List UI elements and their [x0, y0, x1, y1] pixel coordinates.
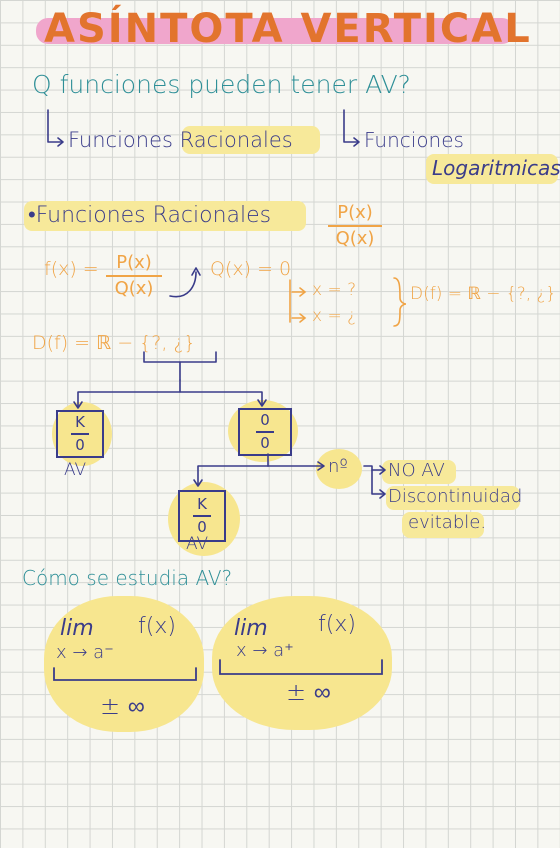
page-title: ASÍNTOTA VERTICAL	[44, 6, 532, 52]
fx-fraction-den: Q(x)	[114, 277, 154, 299]
case-k0-den: 0	[75, 435, 85, 454]
case-0-over-0-box: 0 0	[238, 408, 292, 456]
highlight-limit-left	[44, 596, 204, 732]
section-heading-racionales: •Funciones Racionales	[28, 203, 272, 228]
highlight-logaritmicas	[426, 154, 558, 184]
fx-fraction-num: P(x)	[116, 252, 152, 273]
heading-fraction-den: Q(x)	[335, 227, 375, 249]
limit-right-result: ± ∞	[286, 678, 331, 706]
limit-right-lim: lim	[234, 616, 268, 641]
highlight-evitable	[402, 512, 484, 538]
limit-left-fx: f(x)	[138, 614, 176, 639]
domain-right: D(f) = ℝ − {?, ¿}	[410, 284, 557, 304]
title-highlight	[36, 18, 514, 44]
highlight-bullet-heading	[24, 201, 306, 231]
highlight-no-av	[382, 460, 456, 484]
highlight-blob-k0-b	[168, 482, 240, 556]
case-00-den: 0	[260, 433, 270, 452]
highlight-racionales	[182, 126, 320, 154]
no-label: nº	[328, 456, 348, 477]
question-text: Q funciones pueden tener AV?	[32, 70, 411, 99]
outcome-evitable: evitable.	[408, 512, 487, 533]
outcome-discontinuidad: Discontinuidad	[388, 486, 523, 507]
heading-fraction: P(x) Q(x)	[328, 204, 382, 248]
heading-fraction-num: P(x)	[337, 202, 373, 223]
highlight-discontinuidad	[386, 486, 520, 510]
case-k0b-num: K	[197, 495, 207, 514]
x-root-1: x = ?	[312, 280, 357, 300]
case-k0-num: K	[75, 413, 85, 432]
limit-left-lim: lim	[60, 616, 94, 641]
limit-right-fx: f(x)	[318, 612, 356, 637]
domain-left: D(f) = ℝ − {?, ¿}	[32, 332, 196, 354]
qx-equation: Q(x) = 0	[210, 258, 292, 280]
highlight-limit-right	[212, 596, 392, 730]
case-00-num: 0	[260, 411, 270, 430]
branch-logaritmicas-line2: Logaritmicas	[432, 156, 560, 180]
branch-logaritmicas-line1: Funciones	[364, 128, 464, 152]
fx-definition: f(x) =	[44, 258, 99, 280]
branch-racionales: Funciones Racionales	[68, 128, 293, 152]
outcome-no-av: NO AV	[388, 460, 445, 481]
case-k-over-0-box: K 0	[56, 410, 104, 458]
highlight-blob-no	[316, 449, 362, 489]
x-root-2: x = ¿	[312, 306, 357, 326]
limit-right-approach: x → a⁺	[236, 640, 294, 661]
study-question: Cómo se estudia AV?	[22, 566, 233, 590]
fx-fraction: P(x) Q(x)	[106, 254, 162, 298]
limit-left-approach: x → a⁻	[56, 642, 114, 663]
limit-left-result: ± ∞	[100, 692, 145, 720]
case-k0b-av-label: AV	[186, 534, 209, 554]
case-k0-av-label: AV	[64, 460, 87, 480]
case-k0b-den: 0	[197, 517, 207, 536]
case-k-over-0-box-b: K 0	[178, 490, 226, 542]
